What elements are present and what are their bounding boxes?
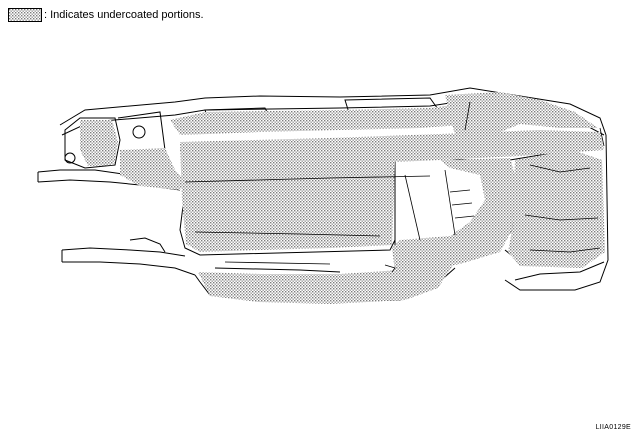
lower-sill-undercoat [198,262,455,304]
front-member-undercoat [120,148,185,190]
main-floor-undercoat [180,130,604,252]
legend: : Indicates undercoated portions. [8,8,204,22]
rear-tower-undercoat [445,92,598,142]
front-left-tower-undercoat [80,120,118,166]
detail-lines [184,101,605,273]
upper-rail-undercoat [170,104,462,135]
legend-text: : Indicates undercoated portions. [44,9,204,21]
rear-right-panel-undercoat [508,150,605,268]
undercoat-regions [80,92,605,304]
rear-floor-undercoat [392,158,515,272]
figure-code: LIIA0129E [595,424,631,431]
undercoat-swatch-icon [8,8,42,22]
